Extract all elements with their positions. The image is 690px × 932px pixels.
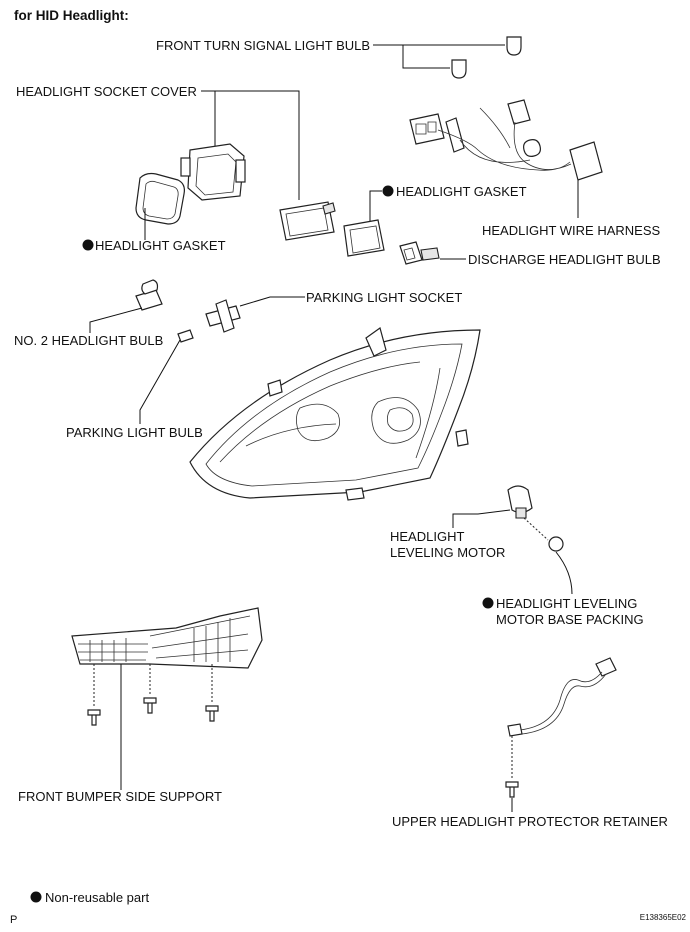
leader-parking-light-bulb [139,339,181,424]
headlight-wire-harness-part [409,99,603,181]
motor-base-packing-part [548,536,564,552]
headlight-assembly-part [189,327,481,501]
label-parking-light-bulb: PARKING LIGHT BULB [66,425,203,440]
label-upper-headlight-protector-retainer: UPPER HEADLIGHT PROTECTOR RETAINER [392,814,668,829]
upper-headlight-protector-retainer-part [507,657,617,737]
label-front-turn-signal-light-bulb: FRONT TURN SIGNAL LIGHT BULB [156,38,370,53]
legend-non-reusable-marker [30,891,42,903]
non-reusable-marker-base-packing [482,597,494,609]
front-turn-signal-bulb-part [451,36,522,79]
leader-no2-bulb [89,307,143,333]
headlight-gasket-left-part [135,172,185,225]
legend-text: Non-reusable part [45,890,149,905]
label-discharge-headlight-bulb: DISCHARGE HEADLIGHT BULB [468,252,661,267]
retainer-bolt [505,781,519,798]
label-headlight-leveling-motor-line1: HEADLIGHT [390,529,464,544]
footer-figure-id: E138365E02 [640,913,687,922]
front-bumper-side-support-part [71,607,263,669]
parking-light-socket-part [205,299,241,333]
leader-motor-base-packing [555,551,573,595]
headlight-socket-cover-part [180,143,246,201]
label-motor-base-packing-line2: MOTOR BASE PACKING [496,612,644,627]
discharge-headlight-bulb-part [399,241,440,265]
label-headlight-wire-harness: HEADLIGHT WIRE HARNESS [482,223,661,238]
label-headlight-gasket-right: HEADLIGHT GASKET [396,184,527,199]
dash-leveling-motor [523,517,549,541]
label-headlight-gasket-left: HEADLIGHT GASKET [95,238,226,253]
label-headlight-socket-cover: HEADLIGHT SOCKET COVER [16,84,197,99]
leader-gasket-right [369,190,382,228]
bumper-support-bolts [87,697,219,726]
headlight-leveling-motor-part [507,485,533,519]
socket-cover-rear-part [279,201,336,241]
leader-leveling-motor [452,509,511,528]
label-parking-light-socket: PARKING LIGHT SOCKET [306,290,462,305]
no2-headlight-bulb-part [135,279,163,311]
footer-left-code: P [10,914,17,926]
leader-socket-cover [201,90,300,200]
non-reusable-marker-left-gasket [82,239,94,251]
leader-parking-light-socket [239,296,305,307]
parking-light-bulb-part [177,329,194,343]
dash-bumper-bolts [93,664,213,708]
label-front-bumper-side-support: FRONT BUMPER SIDE SUPPORT [18,789,222,804]
diagram-title: for HID Headlight: [14,8,129,23]
non-reusable-marker-right-gasket [382,185,394,197]
label-motor-base-packing-line1: HEADLIGHT LEVELING [496,596,637,611]
label-headlight-leveling-motor-line2: LEVELING MOTOR [390,545,505,560]
headlight-gasket-right-part [343,219,385,257]
label-no2-headlight-bulb: NO. 2 HEADLIGHT BULB [14,333,163,348]
leader-front-turn-signal [373,44,505,69]
